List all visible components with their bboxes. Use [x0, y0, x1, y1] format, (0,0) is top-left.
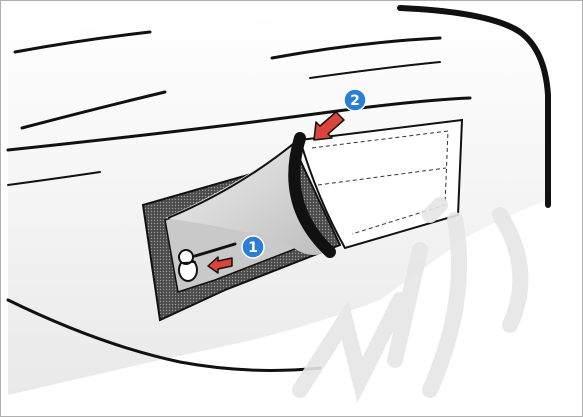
- peeled-cover-top-edge: [167, 139, 299, 219]
- peeled-cover-edge: [288, 132, 336, 258]
- surface-line: [7, 171, 101, 186]
- step-2-number: 2: [350, 93, 360, 109]
- device-front-edge: [6, 96, 472, 152]
- step-1-badge: 1: [241, 235, 265, 259]
- device-bottom-edge: [6, 298, 322, 372]
- step-1-number: 1: [248, 240, 258, 256]
- watermark: [292, 197, 529, 403]
- step-2-badge: 2: [343, 88, 367, 112]
- surface-line: [270, 36, 442, 60]
- cover-plate: [298, 118, 464, 250]
- screw-icon: [178, 242, 237, 282]
- cover-plate-dashed-line: [317, 167, 447, 186]
- arrow-left-icon: [207, 256, 233, 274]
- cover-plate-dashed-outline: [311, 130, 449, 235]
- device-corner-edge: [397, 5, 551, 208]
- arrow-down-left-icon: [313, 111, 345, 141]
- surface-line: [13, 30, 152, 54]
- surface-line: [309, 61, 441, 79]
- surface-line: [20, 90, 167, 130]
